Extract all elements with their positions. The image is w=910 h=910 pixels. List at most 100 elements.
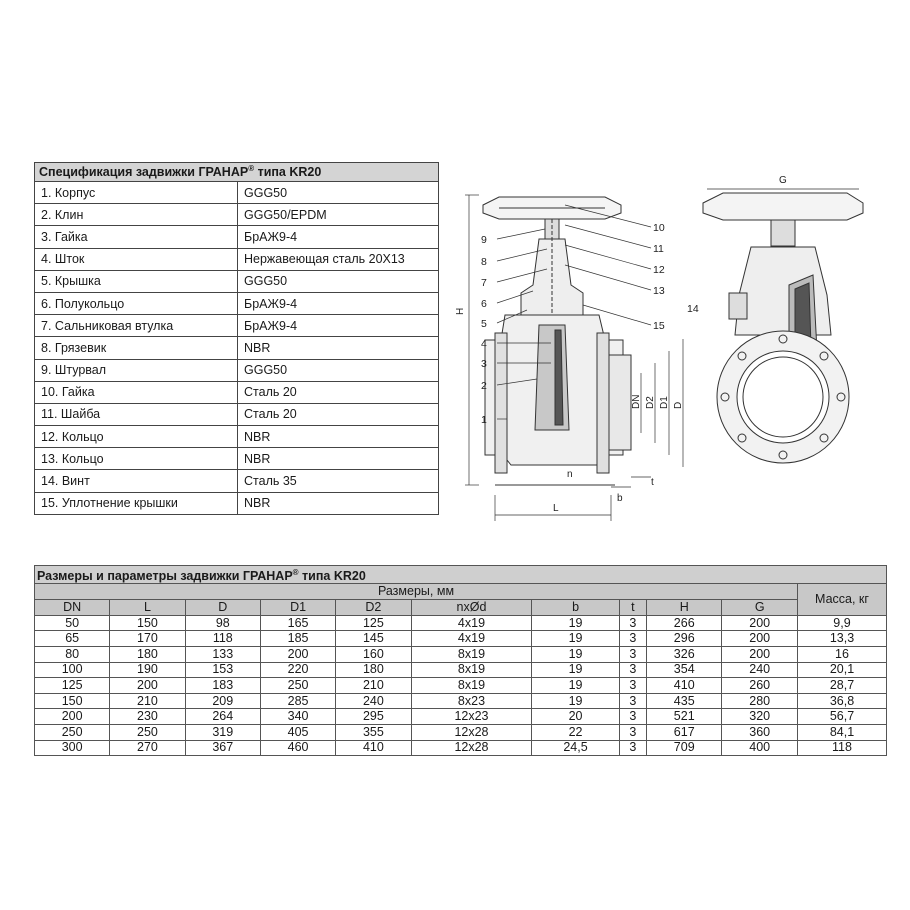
dims-cell: 150	[33, 692, 111, 710]
dim-d: D	[673, 402, 684, 409]
spec-material: Нержавеющая сталь 20Х13	[237, 247, 439, 271]
dims-cell: 19	[531, 661, 620, 679]
left-leaders	[496, 228, 551, 420]
dims-cell: 185	[259, 630, 337, 647]
dims-cell: 617	[646, 723, 723, 741]
left-callout-labels: 9 8 7 6 5 4 3 2 1	[481, 234, 487, 426]
dims-cell: 200	[259, 645, 337, 663]
spec-title: Спецификация задвижки ГРАНАР® типа KR20	[34, 162, 439, 182]
dims-title: Размеры и параметры задвижки ГРАНАР® тип…	[34, 564, 887, 585]
spec-part-name: 5. Крышка	[34, 269, 238, 293]
dim-d1: D1	[659, 396, 670, 409]
column-header: nxØd	[410, 599, 533, 616]
dims-cell: 13,3	[797, 630, 887, 647]
spec-part-name: 2. Клин	[34, 203, 238, 227]
callout-15: 15	[653, 320, 665, 332]
dims-cell: 145	[335, 630, 412, 647]
dims-cell: 183	[184, 677, 261, 694]
dims-cell: 4x19	[410, 614, 533, 632]
spec-material: GGG50/EPDM	[237, 203, 439, 227]
dim-dn: DN	[631, 395, 642, 409]
dims-cell: 180	[335, 661, 412, 679]
dims-cell: 20,1	[797, 661, 887, 679]
dims-cell: 65	[33, 630, 111, 647]
dims-cell: 3	[618, 708, 648, 725]
dim-h: H	[455, 308, 466, 315]
dims-cell: 190	[109, 661, 186, 679]
dims-cell: 400	[721, 739, 798, 757]
spec-material: NBR	[237, 336, 439, 360]
column-header: G	[721, 599, 798, 616]
dims-cell: 230	[109, 708, 186, 725]
spec-material: NBR	[237, 425, 439, 449]
callout-14: 14	[687, 303, 699, 315]
dims-cell: 250	[259, 677, 337, 694]
dims-cell: 295	[335, 708, 412, 725]
dims-cell: 180	[109, 645, 186, 663]
dims-group-header: Размеры, мм	[34, 583, 798, 601]
dims-cell: 319	[184, 723, 261, 741]
callout-7: 7	[481, 277, 487, 289]
spec-material: GGG50	[237, 180, 439, 205]
spec-part-name: 1. Корпус	[34, 180, 238, 205]
spec-material: NBR	[237, 447, 439, 471]
dims-cell: 24,5	[531, 739, 620, 757]
dims-cell: 56,7	[797, 708, 887, 725]
dims-cell: 3	[618, 677, 648, 694]
dims-cell: 3	[618, 661, 648, 679]
callout-8: 8	[481, 256, 487, 268]
valve-drawing: 9 8 7 6 5 4 3 2 1 10 11 12 13 15 14 H L …	[455, 175, 864, 521]
dim-d2: D2	[645, 396, 656, 409]
dims-cell: 355	[335, 723, 412, 741]
dims-cell: 28,7	[797, 677, 887, 694]
column-header: D1	[259, 599, 337, 616]
dims-cell: 200	[721, 614, 798, 632]
spec-material: NBR	[237, 491, 439, 515]
dims-cell: 3	[618, 614, 648, 632]
column-header: b	[531, 599, 620, 616]
dims-cell: 240	[335, 692, 412, 710]
spec-part-name: 8. Грязевик	[34, 336, 238, 360]
dims-cell: 100	[33, 661, 111, 679]
dims-cell: 3	[618, 692, 648, 710]
dims-cell: 270	[109, 739, 186, 757]
dims-cell: 22	[531, 723, 620, 741]
column-header: DN	[33, 599, 111, 616]
dims-cell: 20	[531, 708, 620, 725]
spec-material: БрАЖ9-4	[237, 291, 439, 316]
dims-cell: 280	[721, 692, 798, 710]
dims-cell: 50	[33, 614, 111, 632]
callout-3: 3	[481, 358, 487, 370]
dims-cell: 354	[646, 661, 723, 679]
dims-cell: 326	[646, 645, 723, 663]
spec-part-name: 11. Шайба	[34, 402, 238, 427]
dim-n: n	[567, 469, 573, 480]
spec-part-name: 14. Винт	[34, 469, 238, 493]
spec-part-name: 13. Кольцо	[34, 447, 238, 471]
dims-cell: 19	[531, 630, 620, 647]
spec-part-name: 6. Полукольцо	[34, 291, 238, 316]
callout-1: 1	[481, 414, 487, 426]
dims-cell: 12x28	[410, 723, 533, 741]
spec-part-name: 15. Уплотнение крышки	[34, 491, 238, 515]
dims-cell: 125	[335, 614, 412, 632]
spec-material: Сталь 20	[237, 402, 439, 427]
dims-cell: 8x19	[410, 677, 533, 694]
callout-13: 13	[653, 285, 665, 297]
dims-cell: 19	[531, 692, 620, 710]
dims-cell: 118	[184, 630, 261, 647]
spec-material: Сталь 35	[237, 469, 439, 493]
